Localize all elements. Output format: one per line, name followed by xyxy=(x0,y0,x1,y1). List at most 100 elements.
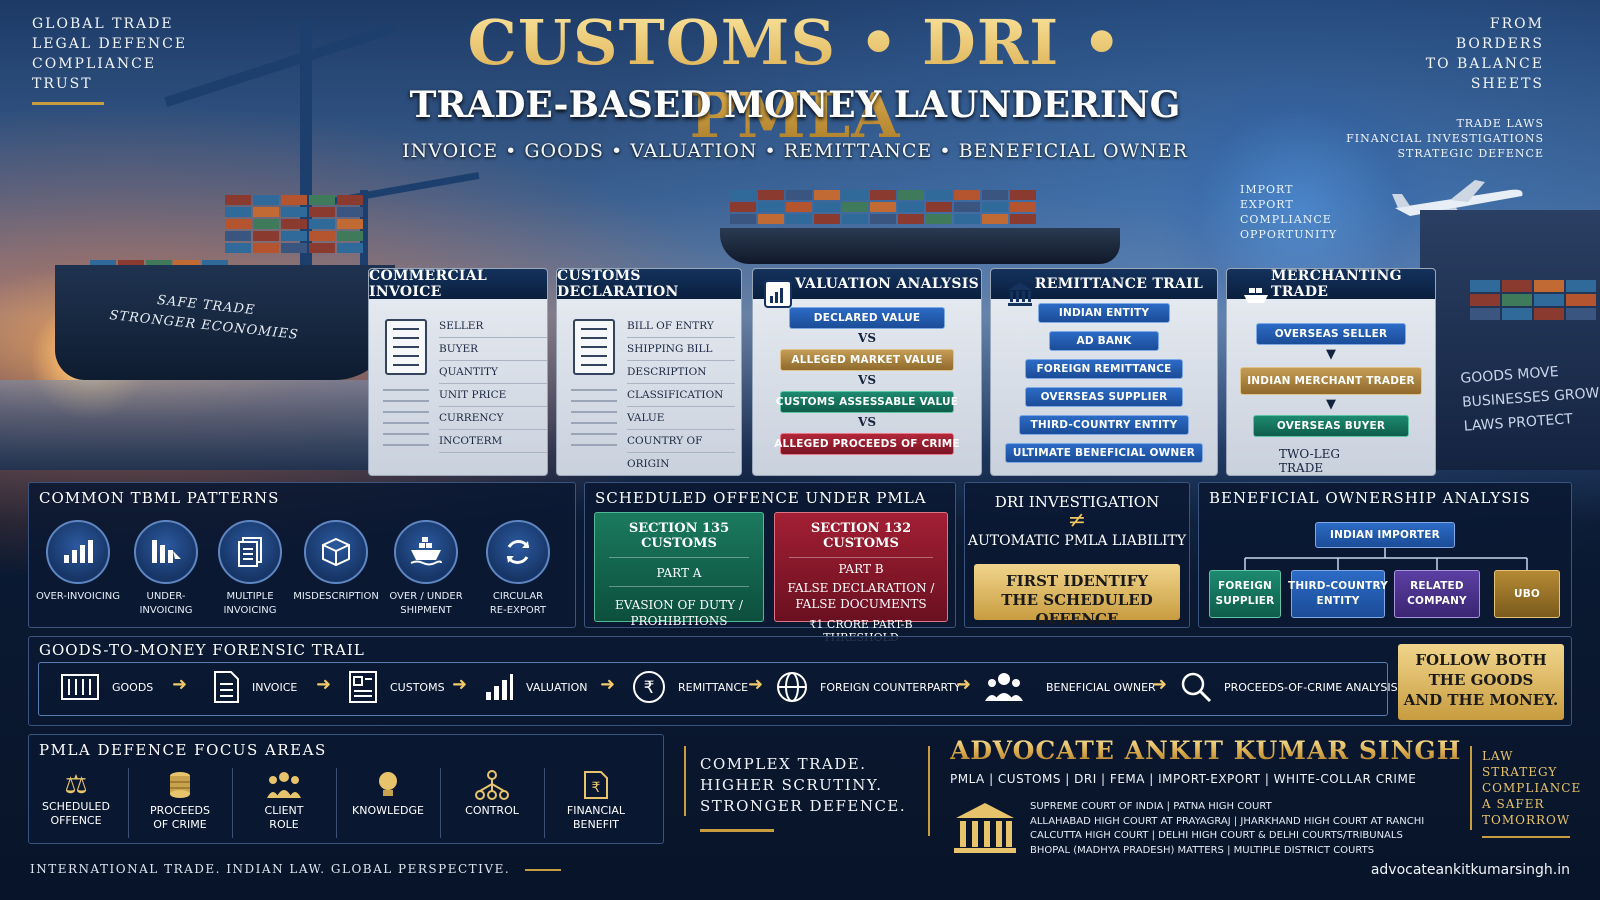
ubo-node: UBO xyxy=(1494,570,1560,618)
gold-rule xyxy=(1482,836,1570,838)
remit-step: OVERSEAS SUPPLIER xyxy=(1025,387,1183,407)
node-line: ENTITY xyxy=(1316,595,1360,607)
focus-label-line: BENEFIT xyxy=(573,818,619,831)
declaration-fields: BILL OF ENTRY SHIPPING BILL DESCRIPTION … xyxy=(627,315,735,470)
container-icon xyxy=(61,674,99,700)
pattern-label: OVER-INVOICING xyxy=(33,590,123,604)
section-135-title: SECTION 135 CUSTOMS xyxy=(628,521,730,551)
trail-step-foreign-counterparty: FOREIGN COUNTERPARTY xyxy=(776,670,961,704)
multiple-invoicing-icon xyxy=(218,520,282,584)
trail-label: FOREIGN COUNTERPARTY xyxy=(820,680,961,694)
motto-line: COMPLIANCE xyxy=(1482,781,1582,795)
misdescription-icon xyxy=(304,520,368,584)
trail-label: REMITTANCE xyxy=(678,680,749,694)
globe-label: COMPLIANCE xyxy=(1240,213,1332,226)
svg-text:₹: ₹ xyxy=(592,780,601,796)
field-label: SHIPPING BILL xyxy=(627,338,735,361)
focus-label-line: SCHEDULED xyxy=(42,800,110,813)
focus-label-line: ROLE xyxy=(269,818,299,831)
page-subtitle: TRADE-BASED MONEY LAUNDERING xyxy=(409,84,1181,126)
vs-label: VS xyxy=(858,415,876,429)
gold-divider xyxy=(684,746,686,816)
remit-step: THIRD-COUNTRY ENTITY xyxy=(1019,415,1189,435)
gold-divider xyxy=(1470,746,1472,830)
globe-icon xyxy=(777,672,807,702)
evasion-line: PROHIBITIONS xyxy=(630,614,728,628)
tbml-patterns-panel: COMMON TBML PATTERNS xyxy=(28,482,576,628)
court-line: SUPREME COURT OF INDIA | PATNA HIGH COUR… xyxy=(1030,801,1272,812)
section-132-title: SECTION 132 CUSTOMS xyxy=(810,521,912,551)
trail-row xyxy=(38,662,1388,716)
gold-divider xyxy=(928,746,930,836)
ship-icon xyxy=(1244,288,1268,303)
evasion-line: EVASION OF DUTY / xyxy=(615,598,743,612)
focus-label-line: OFFENCE xyxy=(50,814,102,827)
trail-step-beneficial-owner: BENEFICIAL OWNER xyxy=(984,670,1156,704)
divider xyxy=(336,768,337,838)
callout-line: FIRST IDENTIFY xyxy=(1005,572,1149,590)
remittance-trail-card: REMITTANCE TRAIL INDIAN ENTITY AD BANK F… xyxy=(990,268,1218,476)
lines-decoration xyxy=(571,389,617,455)
lines-decoration xyxy=(383,389,429,455)
remit-step: ULTIMATE BENEFICIAL OWNER xyxy=(1005,443,1203,463)
pattern-label-line: INVOICING xyxy=(223,605,277,616)
arrow-right-icon: ➜ xyxy=(316,674,332,695)
strapline-line: STRONGER DEFENCE. xyxy=(700,797,907,815)
assessable-value-pill: CUSTOMS ASSESSABLE VALUE xyxy=(776,391,958,413)
field-label: SELLER xyxy=(439,315,547,338)
trail-step-goods: GOODS xyxy=(60,670,153,704)
globe-label: EXPORT xyxy=(1240,198,1294,211)
globe-label: IMPORT xyxy=(1240,183,1294,196)
field-label: UNIT PRICE xyxy=(439,384,547,407)
cargo-ship xyxy=(55,265,395,380)
pattern-label-line: UNDER-INVOICING xyxy=(139,591,193,616)
website-link[interactable]: advocateankitkumarsingh.in xyxy=(1370,862,1570,878)
corner-right-line: SHEETS xyxy=(1470,76,1544,92)
knowledge-icon xyxy=(379,772,397,796)
field-label: COUNTRY OF ORIGIN xyxy=(627,430,735,470)
pattern-label-line: OVER / UNDER xyxy=(389,591,463,602)
arrow-down-icon: ▼ xyxy=(1326,397,1336,412)
gavel-icon: ⚖ xyxy=(64,770,88,800)
pattern-label-line: SHIPMENT xyxy=(400,605,452,616)
arrow-right-icon: ➜ xyxy=(600,674,616,695)
two-leg-trade-label: TWO-LEG TRADE xyxy=(1279,447,1340,475)
court-line: BHOPAL (MADHYA PRADESH) MATTERS | MULTIP… xyxy=(1030,844,1375,856)
divider xyxy=(789,557,933,558)
pattern-label: OVER / UNDER SHIPMENT xyxy=(381,590,471,618)
proceeds-of-crime-pill: ALLEGED PROCEEDS OF CRIME xyxy=(774,433,960,455)
page-title: CUSTOMS • DRI • PMLA xyxy=(390,6,1200,152)
callout-line: THE SCHEDULED OFFENCE xyxy=(1001,591,1153,628)
pattern-label-line: MULTIPLE xyxy=(226,591,274,602)
strapline-line: COMPLEX TRADE. xyxy=(700,755,867,773)
field-label: VALUE xyxy=(627,407,735,430)
motto-line: A SAFER xyxy=(1482,797,1545,811)
motto-line: TOMORROW xyxy=(1482,813,1571,827)
section-135-box: SECTION 135 CUSTOMS PART A EVASION OF DU… xyxy=(594,512,764,628)
advocate-name: ADVOCATE ANKIT KUMAR SINGH xyxy=(950,736,1462,765)
panel-title: SCHEDULED OFFENCE UNDER PMLA xyxy=(595,489,927,507)
dri-subtitle: AUTOMATIC PMLA LIABILITY xyxy=(967,533,1187,549)
people-icon xyxy=(985,673,1023,701)
trail-step-proceeds-analysis: PROCEEDS-OF-CRIME ANALYSIS xyxy=(1180,670,1398,704)
arrow-down-icon: ▼ xyxy=(1326,347,1336,362)
merchant-trader-pill: INDIAN MERCHANT TRADER xyxy=(1240,367,1422,395)
corner-right-line: FROM xyxy=(1489,16,1544,32)
foreign-supplier-node: FOREIGN SUPPLIER xyxy=(1209,570,1281,618)
pattern-label: MULTIPLE INVOICING xyxy=(205,590,295,618)
gold-rule xyxy=(32,102,104,105)
svg-text:₹: ₹ xyxy=(644,678,655,698)
invoice-icon xyxy=(214,671,239,703)
container-stack-4 xyxy=(1470,280,1596,320)
field-label: BILL OF ENTRY xyxy=(627,315,735,338)
node-line: SUPPLIER xyxy=(1215,595,1275,607)
shipment-icon xyxy=(394,520,458,584)
pattern-label: CIRCULAR RE-EXPORT xyxy=(473,590,563,618)
remit-step: INDIAN ENTITY xyxy=(1038,303,1170,323)
page-tagline: INVOICE • GOODS • VALUATION • REMITTANCE… xyxy=(402,140,1188,162)
footer-tagline-text: INTERNATIONAL TRADE. INDIAN LAW. GLOBAL … xyxy=(30,862,511,876)
third-country-entity-node: THIRD-COUNTRY ENTITY xyxy=(1288,570,1388,618)
practice-areas: PMLA | CUSTOMS | DRI | FEMA | IMPORT-EXP… xyxy=(950,772,1417,786)
follow-money-callout: FOLLOW BOTH THE GOODS AND THE MONEY. xyxy=(1398,644,1564,720)
arrow-right-icon: ➜ xyxy=(172,674,188,695)
